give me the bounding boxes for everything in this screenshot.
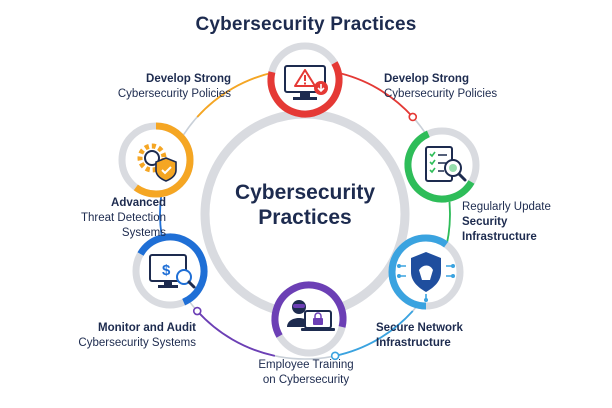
label-top-right-normal: Cybersecurity Policies: [384, 88, 498, 100]
label-top-left: Develop Strong Cybersecurity Policies: [56, 72, 231, 102]
node-ring-arc-left-lower: [132, 233, 208, 309]
label-top-right-bold: Develop Strong: [384, 73, 469, 85]
checklist-magnifier-icon: [425, 146, 467, 182]
label-left-upper-bold: Advanced: [111, 197, 166, 209]
connector-arc-right-lower: [334, 310, 414, 357]
label-left-lower-bold: Monitor and Audit: [98, 322, 196, 334]
label-bottom: Employee Training on Cybersecurity: [226, 358, 386, 388]
label-right-upper-line1: Regularly Update: [462, 201, 551, 213]
label-top-right: Develop Strong Cybersecurity Policies: [384, 72, 564, 102]
center-label: Cybersecurity Practices: [220, 180, 390, 230]
connector-arc-bottom: [196, 310, 276, 357]
center-label-line2: Practices: [258, 206, 352, 229]
warning-monitor-icon: [284, 65, 328, 100]
center-label-line1: Cybersecurity: [234, 181, 376, 204]
label-right-lower-line1: Secure Network: [376, 322, 463, 334]
center-ring-inner: [210, 119, 400, 309]
label-right-upper: Regularly Update Security Infrastructure: [462, 200, 602, 245]
diagram-title: Cybersecurity Practices: [195, 14, 417, 35]
node-ring-arc-bottom: [271, 281, 347, 357]
label-right-lower-line2: Infrastructure: [376, 337, 451, 349]
label-left-lower-normal: Cybersecurity Systems: [78, 337, 196, 349]
node-ring-arc-left-upper: [118, 122, 194, 198]
node-ring-arc-right-upper: [404, 127, 480, 203]
dollar-monitor-icon: $: [149, 254, 196, 289]
label-right-upper-line3: Infrastructure: [462, 231, 537, 243]
label-bottom-line1: Employee Training: [258, 359, 354, 371]
label-left-upper: Advanced Threat Detection Systems: [26, 196, 166, 241]
hacker-laptop-icon: [287, 300, 335, 331]
connector-dot-bottom: [192, 306, 202, 316]
gear-shield-icon: [137, 143, 177, 182]
label-bottom-line2: on Cybersecurity: [262, 374, 350, 386]
connector-arc-left-upper: [196, 71, 276, 118]
label-right-upper-line2: Security: [462, 216, 508, 228]
label-left-upper-normal2: Systems: [121, 227, 166, 239]
label-right-lower: Secure Network Infrastructure: [376, 321, 536, 351]
svg-text:$: $: [162, 262, 171, 279]
label-top-left-bold: Develop Strong: [146, 73, 231, 85]
label-left-upper-normal: Threat Detection: [80, 212, 166, 224]
shield-network-icon: [397, 252, 455, 302]
connector-dot-top: [408, 112, 418, 122]
label-left-lower: Monitor and Audit Cybersecurity Systems: [46, 321, 196, 351]
connector-dot-right-lower: [330, 351, 340, 361]
node-ring-arc-right-lower: [388, 234, 464, 310]
label-top-left-normal: Cybersecurity Policies: [117, 88, 231, 100]
connector-arc-top: [334, 71, 414, 118]
